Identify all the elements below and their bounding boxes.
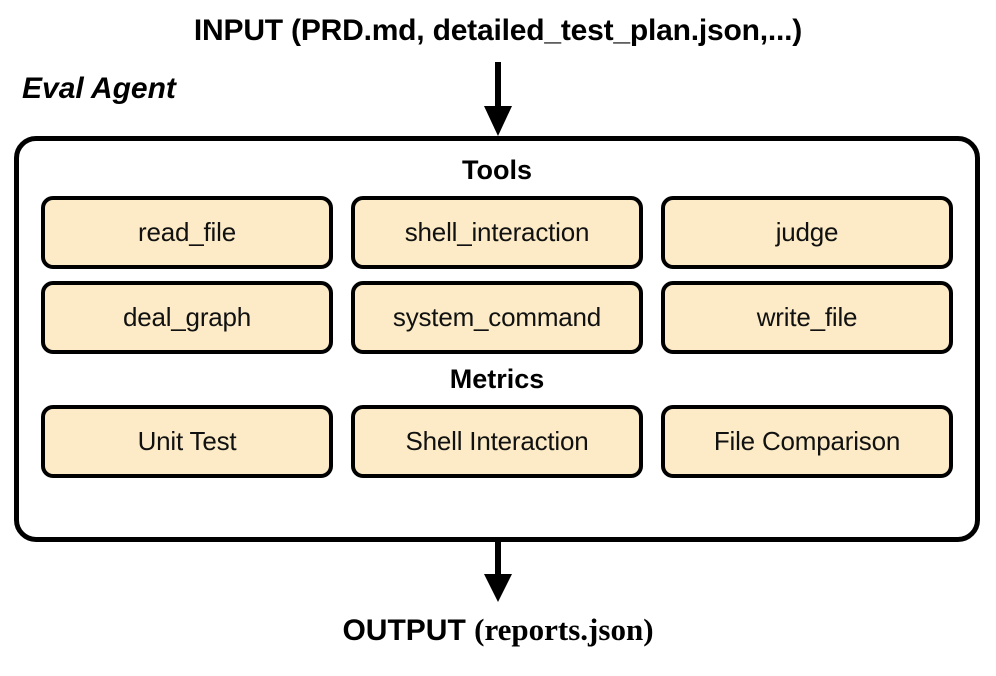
input-label: INPUT (PRD.md, detailed_test_plan.json,.…	[193, 14, 803, 47]
output-arrow-icon	[481, 542, 515, 604]
tool-system-command[interactable]: system_command	[351, 281, 643, 354]
metrics-row-1: Unit Test Shell Interaction File Compari…	[19, 405, 975, 478]
output-label-bold: OUTPUT	[342, 614, 466, 647]
tool-label: judge	[775, 217, 839, 247]
section-title-tools: Tools	[462, 155, 532, 185]
eval-agent-container: Tools read_file shell_interaction judge …	[14, 136, 980, 542]
tool-label: write_file	[756, 302, 858, 332]
tool-shell-interaction[interactable]: shell_interaction	[351, 196, 643, 269]
metric-shell-interaction[interactable]: Shell Interaction	[351, 405, 643, 478]
section-title-metrics: Metrics	[449, 364, 545, 394]
tools-row-1: read_file shell_interaction judge	[19, 196, 975, 269]
output-label-file: (reports.json)	[474, 612, 654, 647]
input-arrow-icon	[481, 62, 515, 138]
tool-deal-graph[interactable]: deal_graph	[41, 281, 333, 354]
metric-label: File Comparison	[713, 426, 901, 456]
eval-agent-label: Eval Agent	[22, 72, 176, 105]
tool-write-file[interactable]: write_file	[661, 281, 953, 354]
tool-label: read_file	[138, 217, 236, 247]
tool-label: deal_graph	[122, 302, 252, 332]
metric-label: Shell Interaction	[405, 426, 589, 456]
metric-unit-test[interactable]: Unit Test	[41, 405, 333, 478]
output-label: OUTPUT (reports.json)	[0, 612, 996, 648]
metric-file-comparison[interactable]: File Comparison	[661, 405, 953, 478]
tool-label: system_command	[392, 302, 602, 332]
tool-label: shell_interaction	[404, 217, 590, 247]
metric-label: Unit Test	[137, 426, 237, 456]
tool-judge[interactable]: judge	[661, 196, 953, 269]
tool-read-file[interactable]: read_file	[41, 196, 333, 269]
tools-row-2: deal_graph system_command write_file	[19, 281, 975, 354]
